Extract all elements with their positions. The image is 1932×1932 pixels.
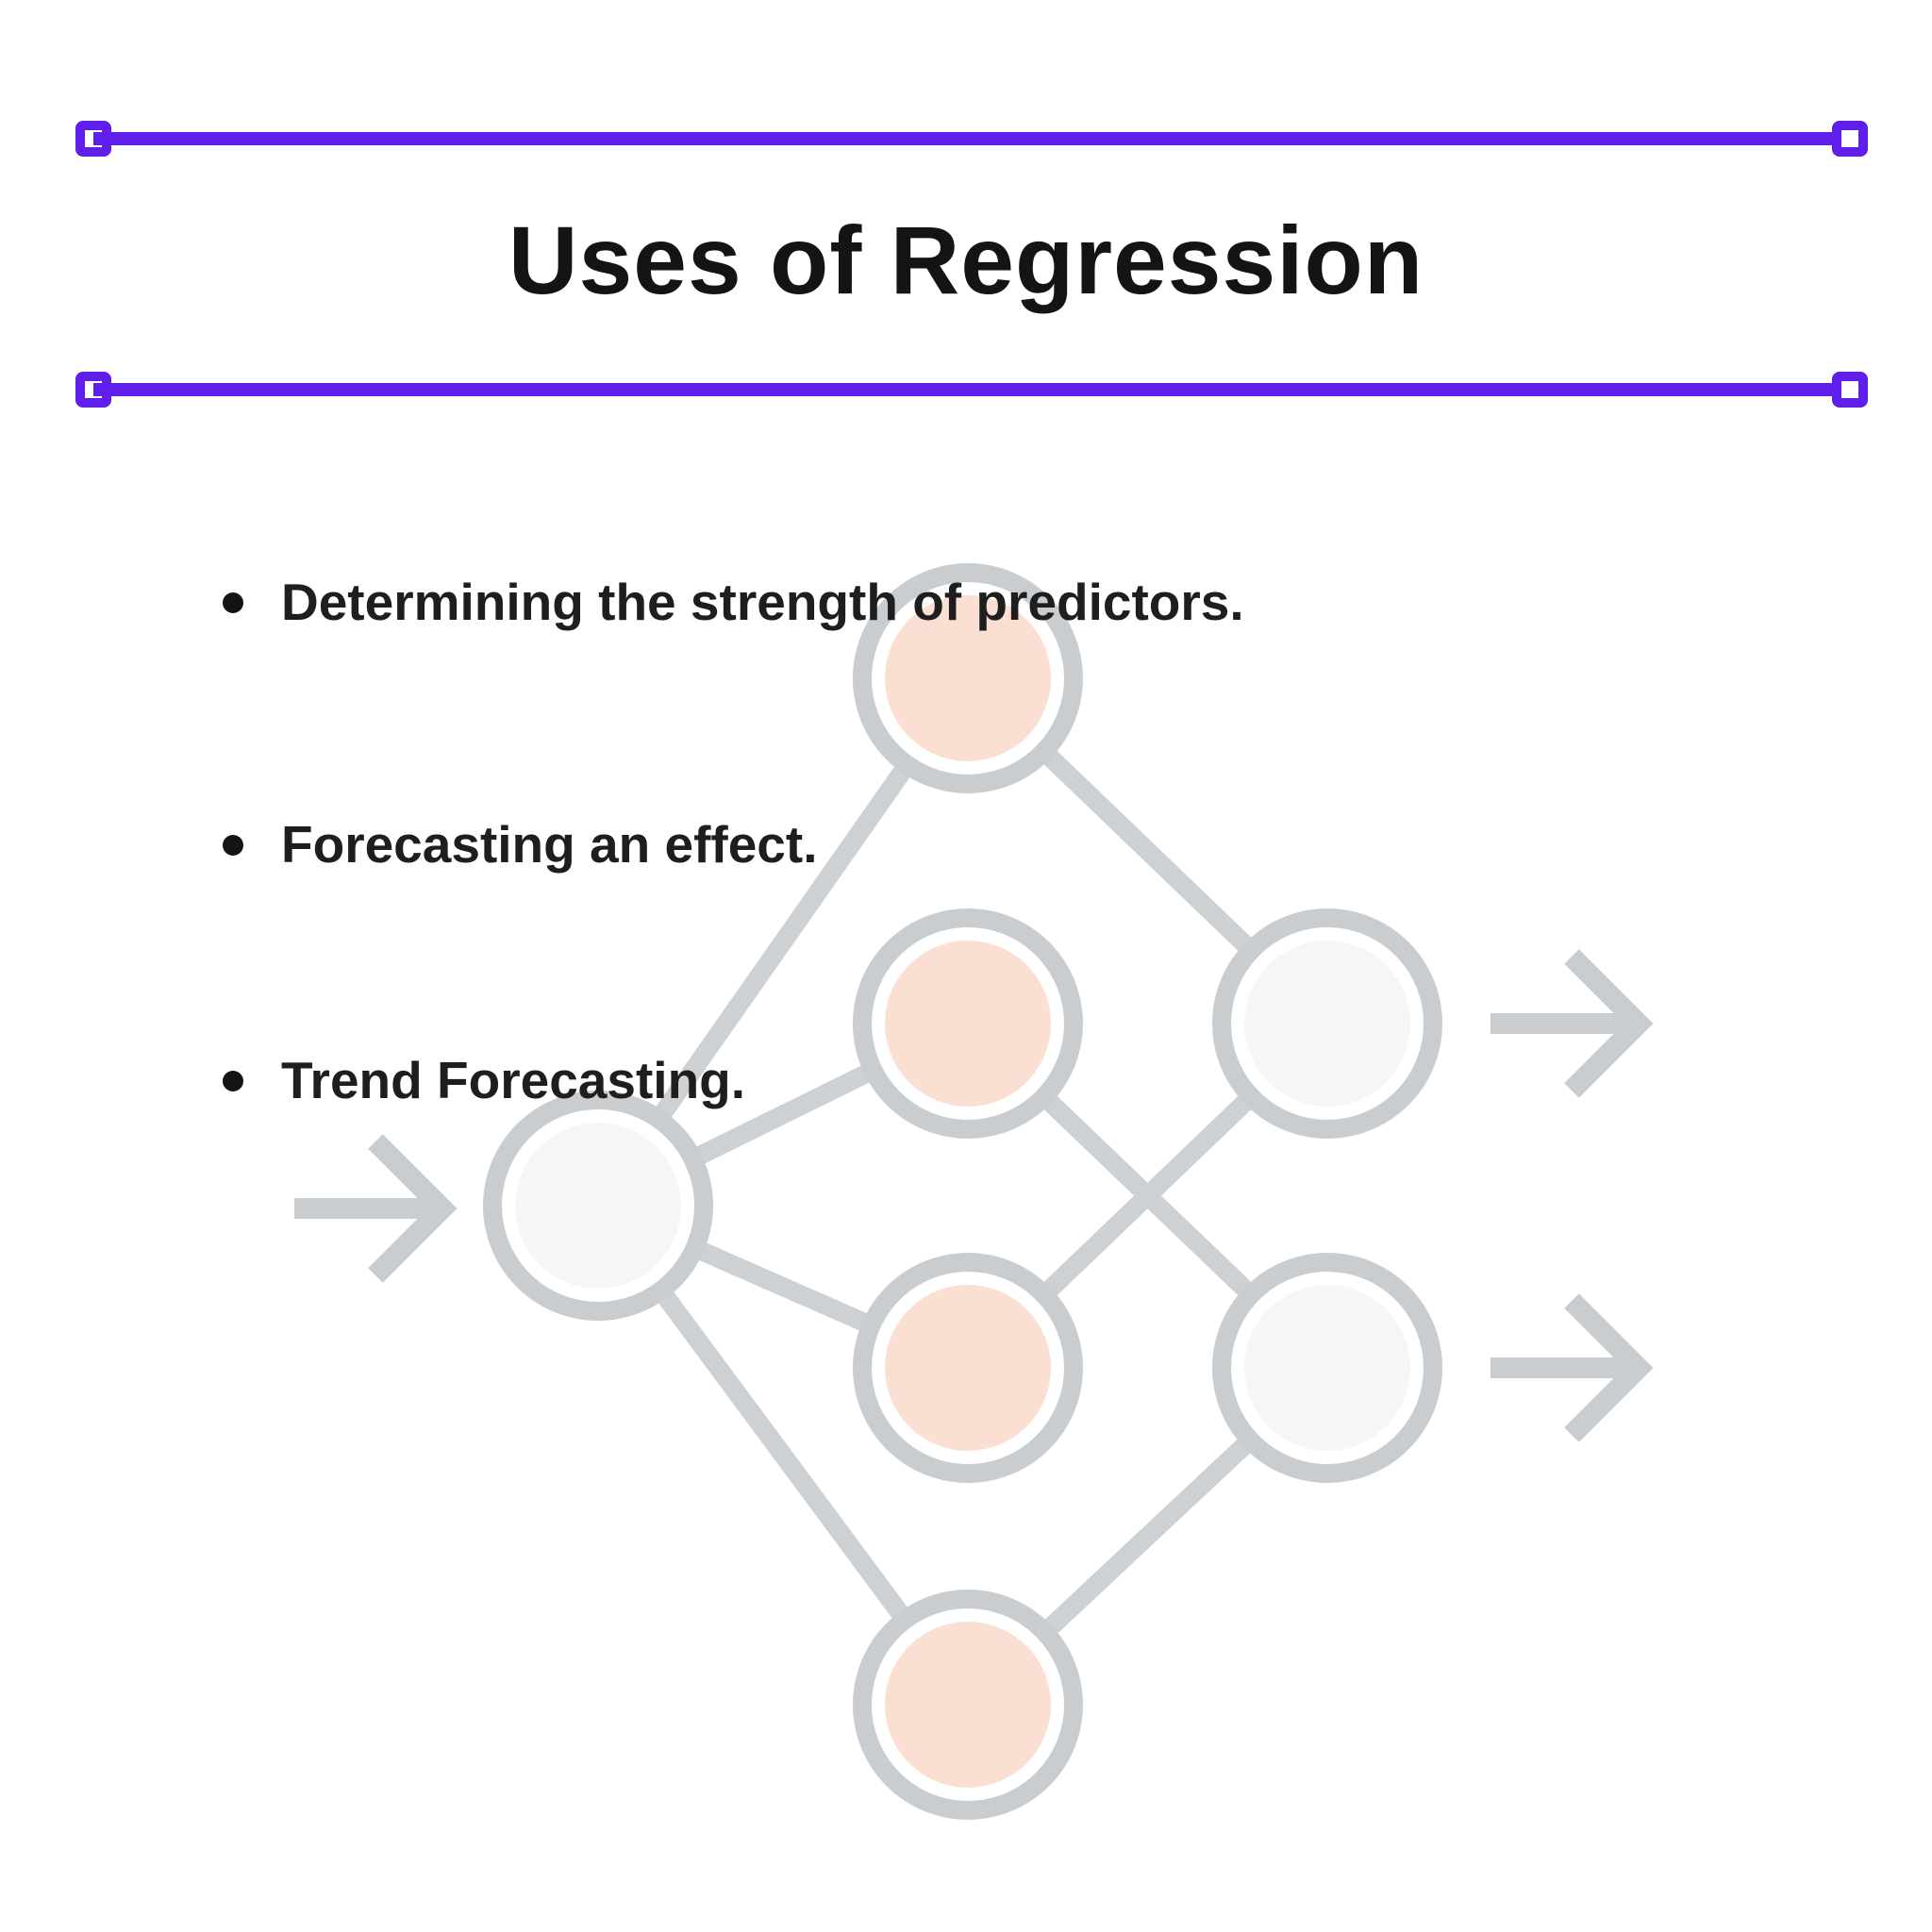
network-node-output <box>1212 908 1442 1139</box>
rule-endpoint-square <box>1832 121 1868 157</box>
network-node-hidden <box>853 908 1083 1139</box>
bullet-text: Trend Forecasting. <box>281 1051 746 1109</box>
network-node-hidden <box>853 1253 1083 1483</box>
page-title: Uses of Regression <box>508 207 1424 314</box>
node-core <box>1244 941 1410 1107</box>
bullet-item: Forecasting an effect. <box>223 815 817 874</box>
rule-line <box>93 132 1850 145</box>
bullet-dot-icon <box>223 1071 243 1091</box>
output-arrow-icon <box>1491 1293 1654 1442</box>
node-core <box>1244 1285 1410 1451</box>
node-core <box>885 941 1051 1107</box>
output-arrow-icon <box>1491 949 1654 1098</box>
bullet-dot-icon <box>223 592 243 613</box>
title-rule-bottom <box>75 372 1868 408</box>
bullet-text: Determining the strength of predictors. <box>281 573 1244 631</box>
network-node-output <box>1212 1253 1442 1483</box>
rule-endpoint-square <box>1832 372 1868 408</box>
node-core <box>885 595 1051 761</box>
node-core <box>515 1123 681 1289</box>
title-rule-top <box>75 121 1868 157</box>
node-core <box>885 1622 1051 1788</box>
node-core <box>885 1285 1051 1451</box>
bullet-item: Determining the strength of predictors. <box>223 573 1244 632</box>
bullet-text: Forecasting an effect. <box>281 815 818 874</box>
network-node-input <box>483 1091 713 1321</box>
rule-line <box>93 383 1850 396</box>
input-arrow-icon <box>294 1134 458 1283</box>
bullet-dot-icon <box>223 835 243 856</box>
bullet-item: Trend Forecasting. <box>223 1051 745 1110</box>
network-node-hidden <box>853 1590 1083 1820</box>
network-node-hidden <box>853 563 1083 793</box>
